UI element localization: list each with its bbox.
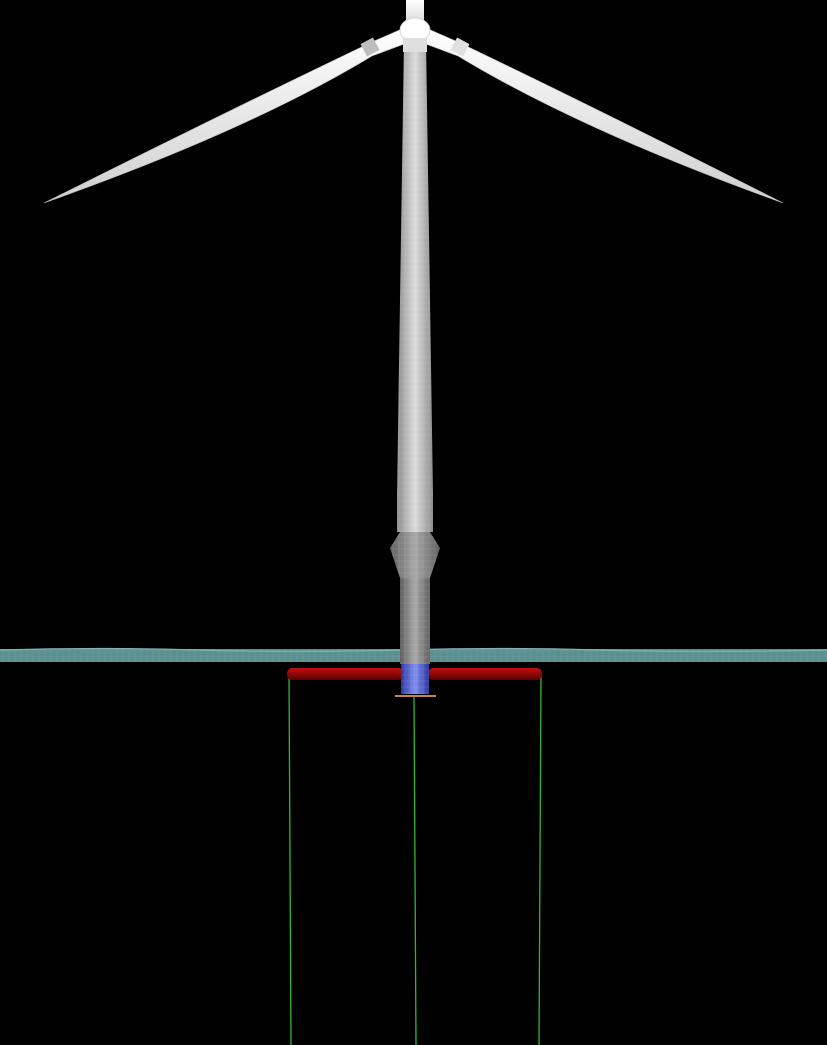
wind-turbine-rotor — [43, 0, 784, 204]
blade-left — [43, 27, 405, 204]
pontoon-left — [287, 668, 403, 680]
turbine-tower — [397, 40, 433, 532]
spar-keel — [395, 664, 436, 697]
mooring-lines — [288, 674, 542, 1045]
pontoon-right — [428, 668, 542, 680]
mooring-line-center — [413, 694, 417, 1045]
mooring-line-left — [288, 674, 292, 1045]
mooring-line-right — [538, 674, 542, 1045]
transition-piece — [390, 532, 440, 664]
floating-pontoons — [287, 668, 542, 680]
blade-right — [425, 27, 784, 204]
